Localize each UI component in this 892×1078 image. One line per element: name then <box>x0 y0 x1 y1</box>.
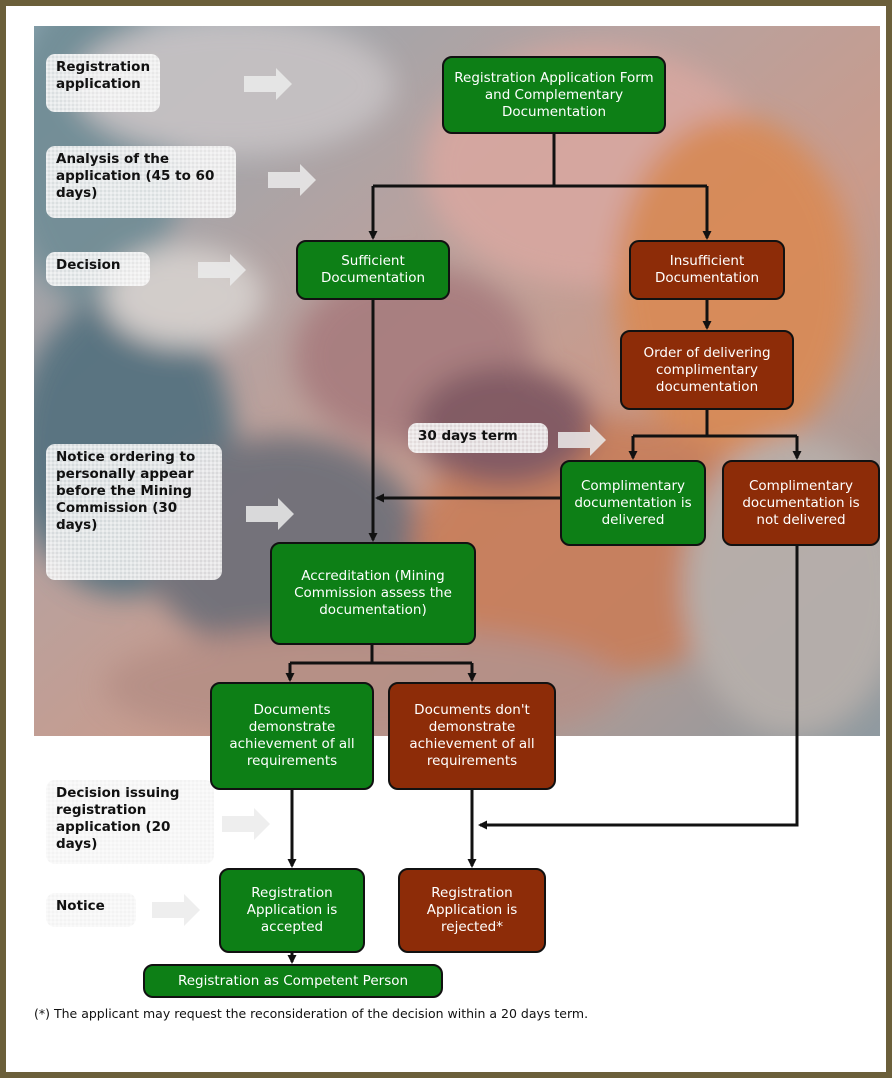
accreditation-box: Accreditation (Mining Commission assess … <box>270 542 476 645</box>
step-thirty-days-term: 30 days term <box>408 423 548 453</box>
arrow-right-icon <box>244 68 292 100</box>
arrow-right-icon <box>558 424 606 456</box>
arrow-right-icon <box>246 498 294 530</box>
order-delivering-box: Order of delivering complimentary docume… <box>620 330 794 410</box>
complimentary-not-delivered-box: Complimentary documentation is not deliv… <box>722 460 880 546</box>
application-accepted-box: Registration Application is accepted <box>219 868 365 953</box>
competent-person-box: Registration as Competent Person <box>143 964 443 998</box>
documents-demonstrate-box: Documents demonstrate achievement of all… <box>210 682 374 790</box>
arrow-right-icon <box>198 254 246 286</box>
step-decision-issuing: Decision issuing registration applicatio… <box>46 780 214 864</box>
complimentary-delivered-box: Complimentary documentation is delivered <box>560 460 706 546</box>
step-notice-ordering: Notice ordering to personally appear bef… <box>46 444 222 580</box>
arrow-right-icon <box>268 164 316 196</box>
step-analysis: Analysis of the application (45 to 60 da… <box>46 146 236 218</box>
insufficient-documentation-box: Insufficient Documentation <box>629 240 785 300</box>
step-decision: Decision <box>46 252 150 286</box>
application-rejected-box: Registration Application is rejected* <box>398 868 546 953</box>
arrow-right-icon <box>152 894 200 926</box>
step-registration-application: Registration application <box>46 54 160 112</box>
documents-dont-demonstrate-box: Documents don't demonstrate achievement … <box>388 682 556 790</box>
registration-form-box: Registration Application Form and Comple… <box>442 56 666 134</box>
step-notice: Notice <box>46 893 136 927</box>
footnote: (*) The applicant may request the recons… <box>34 1006 589 1021</box>
arrow-right-icon <box>222 808 270 840</box>
sufficient-documentation-box: Sufficient Documentation <box>296 240 450 300</box>
